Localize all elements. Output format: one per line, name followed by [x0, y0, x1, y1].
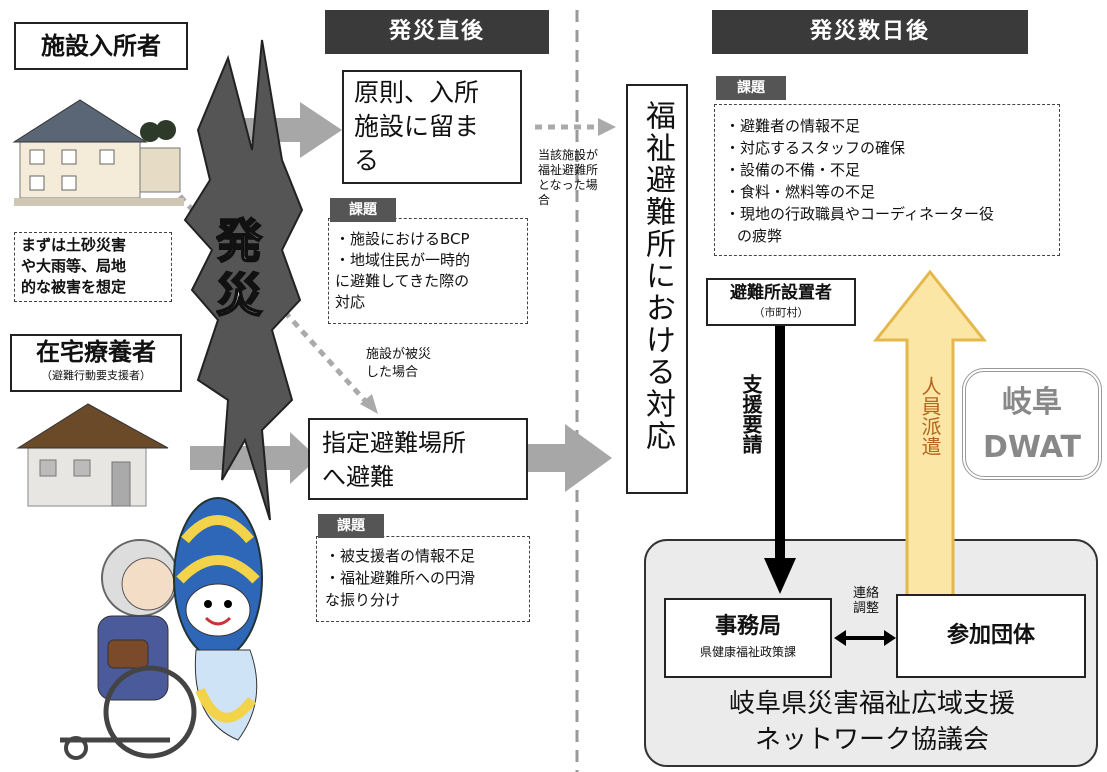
staff-dispatch-text: 人員派遣: [918, 376, 942, 456]
note-facility-damaged-1: 施設が被災: [366, 347, 432, 362]
support-request-label: 支援要請: [736, 374, 766, 454]
shelter-installer-title: 避難所設置者: [730, 283, 832, 303]
secretariat-box: 事務局 県健康福祉政策課: [664, 598, 832, 678]
days-issue-5: ・現地の行政職員やコーディネーター役: [725, 205, 994, 223]
header-days-after: 発災数日後: [712, 10, 1028, 54]
days-issue-6: の疲弊: [737, 227, 783, 245]
note-became-shelter-3: となった場: [538, 178, 598, 192]
landslide-note-line-2: や大雨等、局地: [21, 257, 127, 275]
days-issue-3: ・設備の不備・不足: [725, 161, 861, 179]
header-immediate: 発災直後: [325, 10, 549, 54]
home-care-sub: （避難行動要支援者）: [41, 369, 151, 382]
home-illustration: [16, 403, 169, 507]
gifu-dwat-box: 岐阜 DWAT: [962, 368, 1102, 480]
facility-issue-1: ・施設におけるBCP: [335, 230, 470, 248]
facility-issue-3: に避難してきた際の: [335, 272, 470, 290]
staff-dispatch-arrow: [872, 269, 988, 598]
home-care-box: 在宅療養者 （避難行動要支援者）: [10, 334, 182, 392]
days-after-issues-box: ・避難者の情報不足 ・対応するスタッフの確保 ・設備の不備・不足 ・食料・燃料等…: [714, 104, 1060, 256]
shelter-issue-3: な振り分け: [325, 591, 401, 609]
days-issue-4: ・食料・燃料等の不足: [725, 183, 876, 201]
principle-line-2: 施設に留ま: [354, 112, 480, 141]
note-became-shelter-2: 福祉避難所: [538, 163, 599, 177]
network-name: 岐阜県災害福祉広域支援 ネットワーク協議会: [660, 686, 1084, 758]
note-became-shelter-1: 当該施設が: [538, 148, 599, 162]
disaster-burst-char-1: 発災: [216, 214, 263, 322]
shelter-issue-1: ・被支援者の情報不足: [325, 547, 476, 565]
staff-dispatch-label: 人員派遣: [916, 376, 944, 456]
gifu-dwat-line-1: 岐阜: [1002, 385, 1062, 420]
facility-issue-2: ・地域住民が一時的: [335, 251, 471, 269]
facility-issues-box: ・施設におけるBCP ・地域住民が一時的 に避難してきた際の 対応: [328, 218, 528, 324]
shelter-issue-2: ・福祉避難所への円滑: [325, 569, 476, 587]
designated-shelter-line-2: へ避難: [322, 463, 394, 491]
shelter-installer-box: 避難所設置者 （市町村）: [706, 278, 856, 326]
principle-box: 原則、入所 施設に留ま る: [342, 70, 522, 184]
coordination-line-1: 連絡: [852, 586, 879, 601]
shelter-installer-sub: （市町村）: [753, 306, 809, 319]
facility-issue-4: 対応: [335, 293, 366, 311]
shelter-issues-tag: 課題: [318, 514, 384, 538]
note-became-shelter-4: 合: [538, 193, 551, 207]
coordination-label: 連絡 調整: [844, 586, 888, 616]
participants-box: 参加団体: [896, 594, 1086, 678]
designated-shelter-line-1: 指定避難場所: [322, 429, 466, 457]
secretariat-title: 事務局: [714, 614, 781, 639]
support-request-text: 支援要請: [739, 374, 763, 454]
note-facility-damaged: 施設が被災 した場合: [366, 346, 456, 382]
gifu-dwat-line-2: DWAT: [983, 430, 1081, 465]
days-after-issues-tag: 課題: [716, 76, 786, 100]
landslide-note-line-3: 的な被害を想定: [21, 278, 127, 296]
landslide-note: まずは土砂災害 や大雨等、局地 的な被害を想定: [14, 232, 172, 302]
mascot-illustration: [173, 497, 263, 741]
designated-shelter-box: 指定避難場所 へ避難: [308, 418, 528, 500]
disaster-burst-text: 発災: [216, 214, 268, 322]
network-name-line-2: ネットワーク協議会: [754, 725, 989, 755]
welfare-shelter-response-box: 福祉避難所における対応: [626, 84, 688, 494]
principle-line-1: 原則、入所: [354, 78, 480, 107]
network-name-line-1: 岐阜県災害福祉広域支援: [728, 689, 1015, 719]
landslide-note-line-1: まずは土砂災害: [21, 236, 127, 254]
principle-line-3: る: [354, 146, 380, 175]
facility-issues-tag: 課題: [330, 198, 396, 222]
home-care-title: 在宅療養者: [36, 338, 156, 366]
disaster-burst: [183, 39, 304, 521]
note-became-shelter: 当該施設が 福祉避難所 となった場 合: [538, 148, 628, 208]
note-facility-damaged-2: した場合: [366, 365, 419, 380]
coordination-line-2: 調整: [852, 601, 879, 616]
welfare-shelter-response-text: 福祉避難所における対応: [640, 100, 675, 452]
secretariat-sub: 県健康福祉政策課: [699, 645, 796, 659]
shelter-issues-box: ・被支援者の情報不足 ・福祉避難所への円滑 な振り分け: [316, 536, 530, 622]
facility-residents-box: 施設入所者: [14, 22, 188, 70]
arrow-to-welfare-shelter: [528, 424, 612, 492]
facility-building-illustration: [12, 99, 184, 206]
days-issue-1: ・避難者の情報不足: [725, 117, 861, 135]
days-issue-2: ・対応するスタッフの確保: [725, 139, 906, 157]
